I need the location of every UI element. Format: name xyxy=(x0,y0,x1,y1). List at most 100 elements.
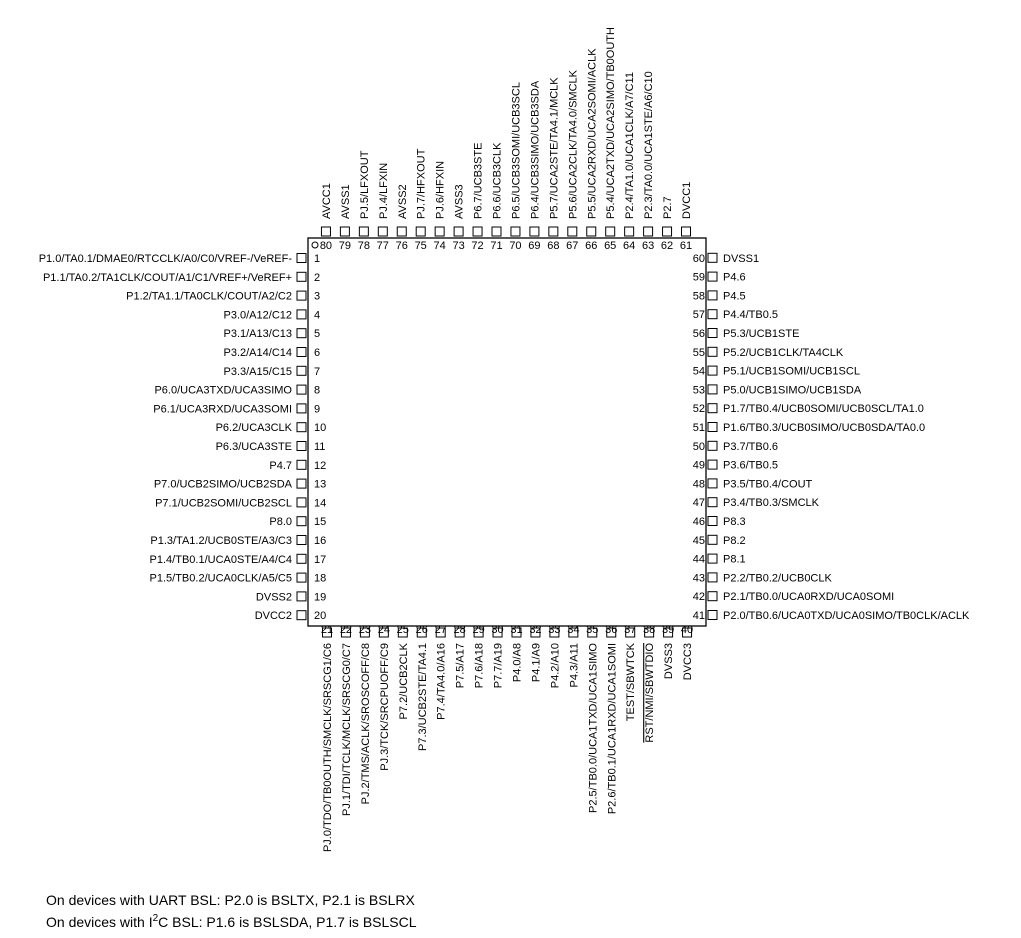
pin-pad xyxy=(707,290,718,301)
pin-pad xyxy=(549,627,560,638)
pin-pad xyxy=(707,572,718,583)
pin-number: 11 xyxy=(314,441,325,453)
pin-pad xyxy=(682,627,693,638)
pin-number: 7 xyxy=(314,366,320,378)
pin-number: 38 xyxy=(643,624,655,636)
pin-pad xyxy=(434,226,445,237)
pin-number: 5 xyxy=(314,328,320,340)
pin-number: 37 xyxy=(624,624,636,636)
pin-pad xyxy=(624,226,635,237)
pin-label: PJ.5/LFXOUT xyxy=(359,150,371,219)
pin-label: P2.5/TB0.0/UCA1TXD/UCA1SIMO xyxy=(587,643,599,813)
pin-number: 40 xyxy=(681,624,693,636)
pin-pad xyxy=(707,252,718,263)
pin-pad xyxy=(378,627,389,638)
pin-pad xyxy=(472,226,483,237)
pin-pad xyxy=(510,226,521,237)
pin-number: 76 xyxy=(396,240,408,252)
pin-number: 52 xyxy=(693,403,705,415)
pin-number: 50 xyxy=(693,441,705,453)
pin-number: 23 xyxy=(359,624,371,636)
pin-number: 71 xyxy=(490,240,502,252)
pin-label: P7.2/UCB2CLK xyxy=(398,642,410,719)
pin-label: P1.2/TA1.1/TA0CLK/COUT/A2/C2 xyxy=(126,291,292,303)
pin-label: P2.1/TB0.0/UCA0RXD/UCA0SOMI xyxy=(723,591,894,603)
pin-pad xyxy=(339,226,350,237)
pin-label: DVSS1 xyxy=(723,253,759,265)
pin-number: 57 xyxy=(693,309,705,321)
pin-number: 56 xyxy=(693,328,705,340)
pin-label: P7.3/UCB2STE/TA4.1 xyxy=(417,643,429,751)
pin-number: 51 xyxy=(693,422,705,434)
pin-number: 36 xyxy=(605,624,617,636)
pin-pad xyxy=(435,627,446,638)
pin-label: P5.0/UCB1SIMO/UCB1SDA xyxy=(723,384,862,396)
pin-label: P5.5/UCA2RXD/UCA2SOMI/ACLK xyxy=(586,48,598,219)
pin-pad xyxy=(707,328,718,338)
pin-pad xyxy=(707,610,718,620)
pin-1-marker-dot xyxy=(311,241,319,249)
pin-number: 75 xyxy=(415,240,427,252)
pin-label: P1.7/TB0.4/UCB0SOMI/UCB0SCL/TA1.0 xyxy=(723,403,924,415)
pin-label: PJ.6/HFXIN xyxy=(435,161,447,219)
pin-pad xyxy=(416,627,427,638)
pin-label: P4.4/TB0.5 xyxy=(723,309,778,321)
pin-pad xyxy=(530,627,541,638)
pin-pad xyxy=(605,226,616,237)
pin-pad xyxy=(492,627,503,638)
pin-label: P4.0/A8 xyxy=(512,643,524,682)
pin-label: P6.5/UCB3SOMI/UCB3SCL xyxy=(510,82,522,219)
pin-pad xyxy=(529,226,540,237)
pin-label: P7.7/A19 xyxy=(493,643,505,688)
pin-number: 61 xyxy=(680,240,692,252)
pin-label: AVCC1 xyxy=(321,183,333,219)
pin-pad xyxy=(296,478,307,489)
pin-pad xyxy=(567,226,578,237)
pin-label: P1.1/TA0.2/TA1CLK/COUT/A1/C1/VREF+/VeREF… xyxy=(43,272,292,284)
pin-label: DVSS3 xyxy=(663,643,675,679)
pin-number: 9 xyxy=(314,403,320,415)
pin-pad xyxy=(358,226,369,237)
pin-label: P5.2/UCB1CLK/TA4CLK xyxy=(723,347,844,359)
pin-label: P3.1/A13/C13 xyxy=(224,328,293,340)
pin-number: 54 xyxy=(693,366,705,378)
pin-pad xyxy=(296,271,307,282)
pin-label: P7.5/A17 xyxy=(455,643,467,688)
pin-number: 67 xyxy=(566,240,578,252)
pin-number: 64 xyxy=(623,240,635,252)
pin-label: P7.0/UCB2SIMO/UCB2SDA xyxy=(154,479,293,491)
i2c-bsl-note: On devices with I2C BSL: P1.6 is BSLSDA,… xyxy=(46,911,417,933)
pin-label: PJ.4/LFXIN xyxy=(378,163,390,219)
pin-number: 29 xyxy=(472,624,484,636)
pin-label: P5.3/UCB1STE xyxy=(723,328,799,340)
pin-number: 66 xyxy=(585,240,597,252)
pin-label: P6.7/UCB3STE xyxy=(473,143,485,219)
pin-label: P7.1/UCB2SOMI/UCB2SCL xyxy=(155,497,292,509)
pin-label: P6.1/UCA3RXD/UCA3SOMI xyxy=(153,403,292,415)
pin-number: 80 xyxy=(320,240,332,252)
pin-label: P2.3/TA0.0/UCA1STE/A6/C10 xyxy=(643,71,655,219)
pin-number: 39 xyxy=(662,624,674,636)
pin-number: 74 xyxy=(434,240,446,252)
pin-label: P4.7 xyxy=(269,460,292,472)
pin-pad xyxy=(296,403,307,414)
bsl-notes: On devices with UART BSL: P2.0 is BSLTX,… xyxy=(46,889,417,933)
pin-label: P6.2/UCA3CLK xyxy=(216,422,293,434)
pin-number: 73 xyxy=(452,240,464,252)
pin-pad xyxy=(681,226,691,237)
pin-pad xyxy=(548,226,559,237)
pin-label: P3.4/TB0.3/SMCLK xyxy=(723,497,820,509)
pin-label: TEST/SBWTCK xyxy=(625,642,637,721)
pin-label: P1.3/TA1.2/UCB0STE/A3/C3 xyxy=(150,535,292,547)
pin-number: 53 xyxy=(693,384,705,396)
pin-label: P2.0/TB0.6/UCA0TXD/UCA0SIMO/TB0CLK/ACLK xyxy=(723,610,970,622)
pin-pad xyxy=(707,497,718,508)
pin-pad xyxy=(296,309,307,320)
pin-label: P8.0 xyxy=(269,516,292,528)
pin-label: P5.7/UCA2STE/TA4.1/MCLK xyxy=(548,77,560,219)
pin-number: 41 xyxy=(693,610,705,622)
pin-number: 25 xyxy=(397,624,409,636)
pin-number: 60 xyxy=(693,253,705,265)
pin-label: PJ.2/TMS/ACLK/SROSCOFF/C8 xyxy=(360,643,372,804)
pin-pad xyxy=(707,403,718,414)
